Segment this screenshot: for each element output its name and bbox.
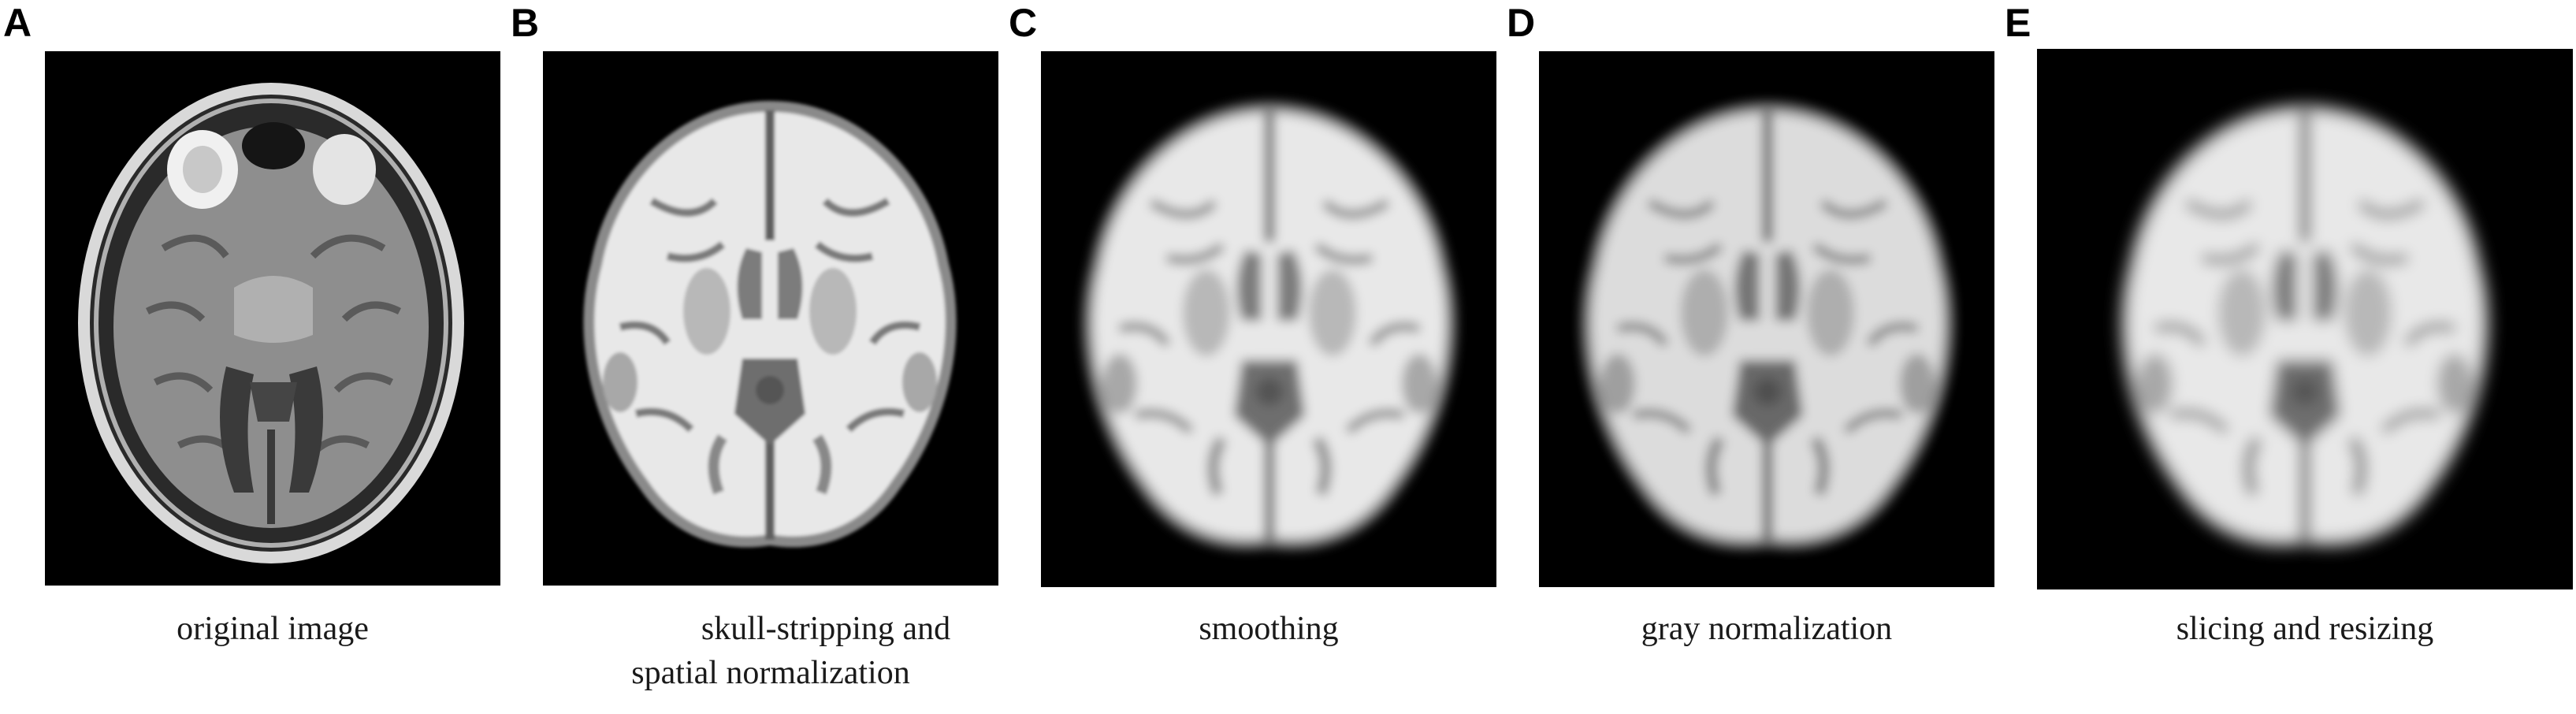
caption-slicing-resizing: slicing and resizing [2037,607,2573,651]
brain-mri-sliced-resized-image [2037,49,2573,589]
brain-mri-skull-stripped-image [543,51,998,586]
brain-smoothed-figure [1041,51,1496,587]
caption-original-image: original image [45,607,500,651]
caption-smoothing: smoothing [1041,607,1496,651]
caption-line: gray normalization [1641,611,1893,647]
brain-mri-original-image [45,51,500,586]
caption-line: skull-stripping and [701,611,951,647]
panel-label-e: E [2005,1,2031,45]
brain-stripped-figure [543,51,998,586]
panel-label-d: D [1507,1,1536,45]
caption-line: spatial normalization [631,655,910,691]
caption-gray-normalization: gray normalization [1539,607,1994,651]
caption-line: slicing and resizing [2176,611,2434,647]
caption-skull-stripping: skull-stripping and spatial normalizatio… [543,607,998,695]
caption-line: smoothing [1199,611,1339,647]
brain-gray-normalized-figure [1539,51,1994,587]
panel-label-a: A [3,1,32,45]
brain-mri-gray-normalized-image [1539,51,1994,587]
brain-mri-smoothed-image [1041,51,1496,587]
brain-sliced-resized-figure [2037,49,2573,589]
caption-line: original image [177,611,369,647]
panel-label-c: C [1009,1,1038,45]
brain-original-figure [45,51,500,586]
panel-label-b: B [511,1,540,45]
